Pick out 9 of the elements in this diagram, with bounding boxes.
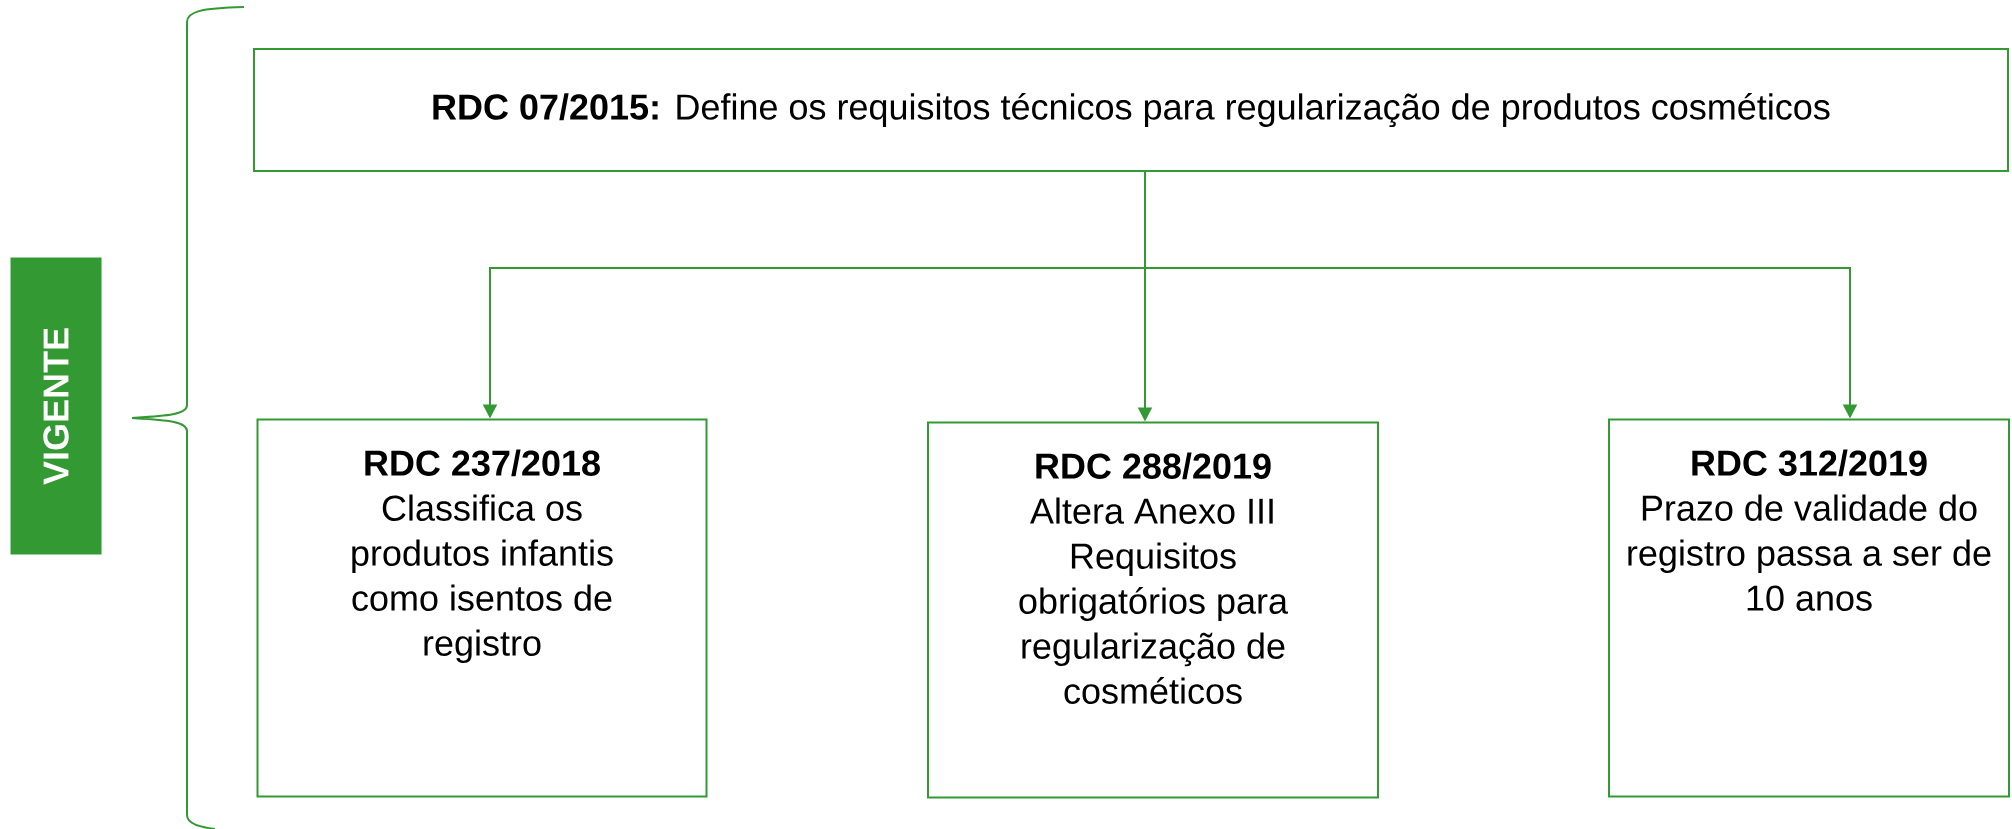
box-heading: RDC 288/2019: [1036, 452, 1271, 480]
box-heading: RDC 237/2018: [365, 449, 600, 477]
status-label: VIGENTE: [43, 328, 69, 485]
box-text: RDC 07/2015: Define os requisitos técnicos para regularização de produtos cosméticos: [433, 92, 1830, 128]
status-badge: [10, 257, 102, 555]
box-text: Altera Anexo III Requisitos obrigatórios para regularização de cosméticos: [1019, 497, 1288, 704]
box-text: Classifica os produtos infantis como isentos de registro: [352, 494, 613, 664]
box-heading: RDC 312/2019: [1692, 449, 1927, 477]
box-text: Prazo de validade do registro passa a ser de 10 anos: [1628, 494, 1991, 611]
